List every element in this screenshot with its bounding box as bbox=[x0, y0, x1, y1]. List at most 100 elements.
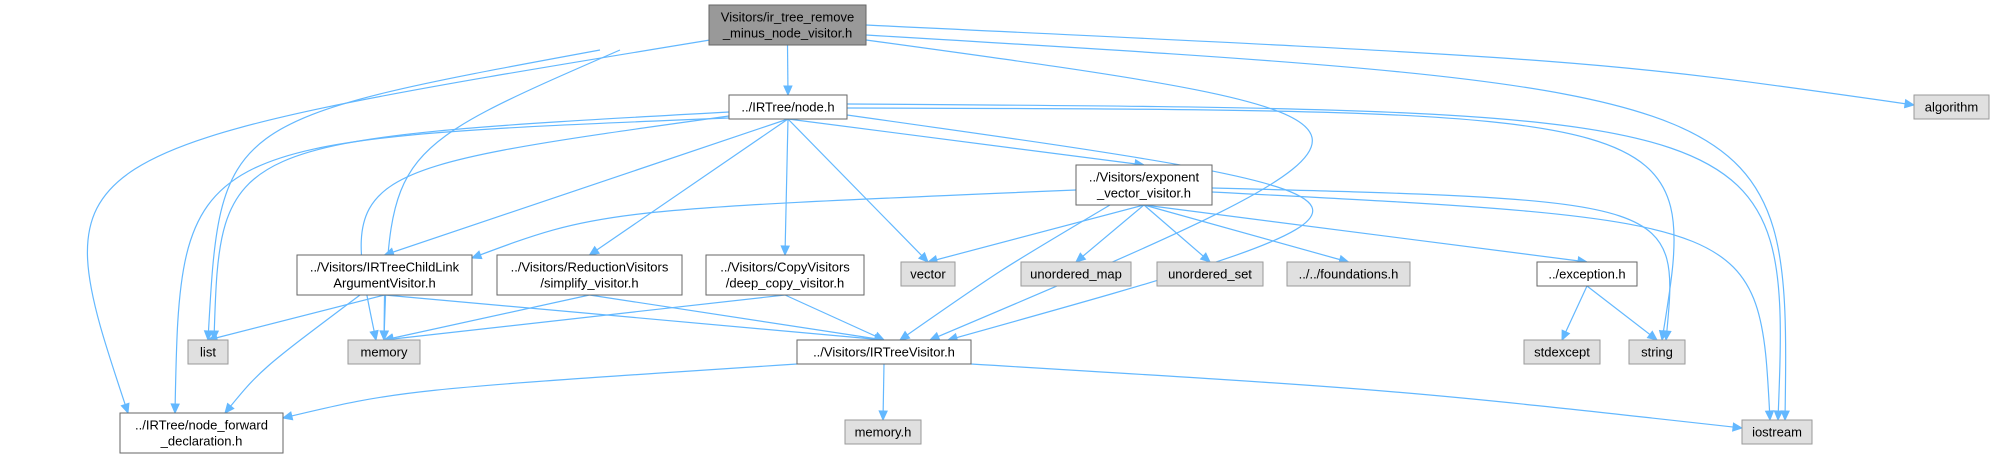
edge-node_h-to-string bbox=[846, 107, 1675, 341]
edge-node_h-to-iostream bbox=[846, 103, 1781, 421]
edge-exponent-to-irtreevisitor-arrowhead bbox=[898, 330, 911, 341]
edge-childlink-to-list bbox=[207, 294, 385, 341]
node-label-simplify-line-0: ../Visitors/ReductionVisitors bbox=[511, 260, 669, 275]
node-label-deepcopy-line-1: /deep_copy_visitor.h bbox=[726, 276, 845, 291]
node-simplify[interactable]: ../Visitors/ReductionVisitors/simplify_v… bbox=[496, 254, 683, 296]
edge-root-to-node_h-arrowhead bbox=[783, 85, 793, 97]
node-memory_h: memory.h bbox=[844, 419, 922, 445]
edge-exponent-to-childlink-arrowhead bbox=[470, 250, 483, 260]
edge-irtreevisitor-to-iostream bbox=[970, 363, 1743, 429]
edge-deepcopy-to-irtreevisitor bbox=[784, 294, 885, 341]
edge-root-to-irtreevisitor-arrowhead bbox=[928, 331, 941, 341]
edge-exponent-to-childlink bbox=[471, 189, 1077, 259]
edge-simplify-to-memory bbox=[383, 294, 590, 341]
node-label-list-line-0: list bbox=[200, 345, 216, 360]
node-iostream: iostream bbox=[1741, 419, 1813, 445]
node-label-unordered_set-line-0: unordered_set bbox=[1168, 267, 1252, 282]
edge-root-to-iostream bbox=[865, 34, 1787, 421]
node-box-iostream bbox=[1741, 419, 1813, 445]
node-box-stdexcept bbox=[1523, 339, 1601, 365]
node-label-vector-line-0: vector bbox=[910, 267, 946, 282]
edge-node_h-to-irtreevisitor bbox=[846, 114, 1314, 341]
edge-node_h-to-list bbox=[213, 111, 730, 341]
edge-exception-to-stdexcept-arrowhead bbox=[1561, 329, 1571, 342]
node-unordered_set: unordered_set bbox=[1156, 261, 1264, 287]
edges-layer bbox=[86, 24, 1916, 432]
edge-exponent-to-unordered_map-arrowhead bbox=[1075, 252, 1087, 263]
nodes-layer: Visitors/ir_tree_remove_minus_node_visit… bbox=[119, 4, 1990, 454]
edge-exception-to-stdexcept bbox=[1561, 285, 1588, 341]
node-label-iostream-line-0: iostream bbox=[1752, 425, 1802, 440]
node-list: list bbox=[187, 339, 229, 365]
edge-root-to-forward-arrowhead bbox=[120, 402, 130, 415]
edge-exponent-to-unordered_map bbox=[1075, 204, 1145, 263]
edge-exception-to-string-arrowhead bbox=[1646, 330, 1658, 341]
edge-exponent-to-exception bbox=[1143, 204, 1588, 263]
node-exception[interactable]: ../exception.h bbox=[1536, 261, 1638, 287]
edge-root-to-algorithm bbox=[865, 24, 1915, 106]
node-forward[interactable]: ../IRTree/node_forward_declaration.h bbox=[119, 412, 284, 454]
edge-exponent-to-unordered_set bbox=[1143, 204, 1211, 263]
edge-root-to-list bbox=[207, 49, 601, 341]
edge-node_h-to-iostream-arrowhead bbox=[1773, 410, 1784, 422]
node-irtreevisitor[interactable]: ../Visitors/IRTreeVisitor.h bbox=[796, 339, 972, 365]
edge-root-to-forward bbox=[86, 39, 711, 414]
node-algorithm: algorithm bbox=[1913, 94, 1990, 120]
node-label-node_h-line-0: ../IRTree/node.h bbox=[741, 100, 834, 115]
node-box-exponent bbox=[1075, 164, 1213, 206]
node-exponent[interactable]: ../Visitors/exponent_vector_visitor.h bbox=[1075, 164, 1213, 206]
node-box-memory_h bbox=[844, 419, 922, 445]
edge-exponent-to-string-arrowhead bbox=[1662, 330, 1672, 342]
node-box-vector bbox=[900, 261, 956, 287]
node-stdexcept: stdexcept bbox=[1523, 339, 1601, 365]
edge-node_h-to-memory bbox=[360, 115, 730, 341]
node-box-exception bbox=[1536, 261, 1638, 287]
edge-childlink-to-forward-arrowhead bbox=[224, 402, 235, 414]
node-box-deepcopy bbox=[705, 254, 865, 296]
edge-node_h-to-deepcopy bbox=[784, 118, 789, 256]
node-label-simplify-line-1: /simplify_visitor.h bbox=[540, 276, 638, 291]
edge-simplify-to-irtreevisitor bbox=[589, 294, 885, 341]
edge-node_h-to-vector bbox=[787, 118, 929, 263]
edge-deepcopy-to-memory bbox=[383, 294, 786, 341]
node-label-unordered_map-line-0: unordered_map bbox=[1030, 267, 1122, 282]
node-vector: vector bbox=[900, 261, 956, 287]
edge-root-to-irtreevisitor bbox=[865, 39, 1313, 341]
node-box-algorithm bbox=[1913, 94, 1990, 120]
edge-exponent-to-string bbox=[1211, 187, 1671, 341]
edge-exponent-to-unordered_set-arrowhead bbox=[1199, 252, 1211, 263]
node-box-unordered_map bbox=[1020, 261, 1132, 287]
edge-node_h-to-childlink bbox=[384, 118, 789, 256]
edge-exponent-to-irtreevisitor bbox=[899, 204, 1111, 341]
node-label-forward-line-0: ../IRTree/node_forward bbox=[135, 418, 268, 433]
node-node_h[interactable]: ../IRTree/node.h bbox=[728, 94, 848, 120]
node-label-deepcopy-line-0: ../Visitors/CopyVisitors bbox=[720, 260, 850, 275]
edge-node_h-to-simplify-arrowhead bbox=[588, 245, 601, 256]
edge-irtreevisitor-to-forward bbox=[282, 363, 798, 419]
edge-node_h-to-vector-arrowhead bbox=[917, 251, 929, 263]
edge-exponent-to-foundations bbox=[1143, 204, 1349, 263]
node-label-childlink-line-1: ArgumentVisitor.h bbox=[333, 276, 435, 291]
edge-exponent-to-iostream bbox=[1211, 191, 1771, 421]
node-box-forward bbox=[119, 412, 284, 454]
edge-node_h-to-forward-arrowhead bbox=[170, 403, 180, 415]
node-box-unordered_set bbox=[1156, 261, 1264, 287]
edge-irtreevisitor-to-iostream-arrowhead bbox=[1732, 422, 1744, 432]
node-box-root bbox=[708, 4, 867, 46]
node-root: Visitors/ir_tree_remove_minus_node_visit… bbox=[708, 4, 867, 46]
node-label-childlink-line-0: ../Visitors/IRTreeChildLink bbox=[310, 260, 460, 275]
node-foundations: ../../foundations.h bbox=[1286, 261, 1411, 287]
node-memory: memory bbox=[347, 339, 421, 365]
node-box-irtreevisitor bbox=[796, 339, 972, 365]
node-deepcopy[interactable]: ../Visitors/CopyVisitors/deep_copy_visit… bbox=[705, 254, 865, 296]
edge-node_h-to-simplify bbox=[589, 118, 789, 256]
node-string: string bbox=[1628, 339, 1686, 365]
node-box-list bbox=[187, 339, 229, 365]
node-label-foundations-line-0: ../../foundations.h bbox=[1299, 267, 1399, 282]
edge-root-to-algorithm-arrowhead bbox=[1903, 98, 1916, 109]
node-label-forward-line-1: _declaration.h bbox=[160, 434, 243, 449]
edge-exponent-to-iostream-arrowhead bbox=[1764, 410, 1775, 422]
edge-node_h-to-memory-arrowhead bbox=[369, 329, 379, 342]
node-childlink[interactable]: ../Visitors/IRTreeChildLinkArgumentVisit… bbox=[296, 254, 473, 296]
node-box-childlink bbox=[296, 254, 473, 296]
